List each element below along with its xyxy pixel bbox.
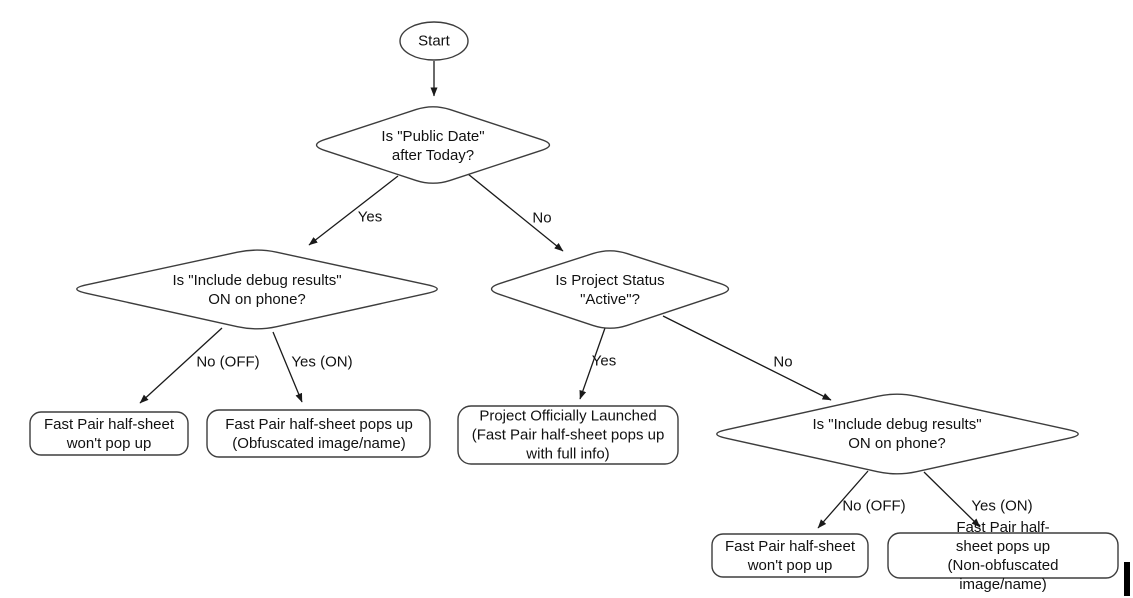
result-wont-popup-left-shape xyxy=(29,411,189,456)
edge-d2-yes-on xyxy=(272,331,303,403)
result-obfuscated-label: Fast Pair half-sheet pops up (Obfuscated… xyxy=(225,415,413,452)
decision-project-status-shape xyxy=(490,250,730,329)
edge-d3-no xyxy=(662,315,832,401)
result-non-obfuscated-shape xyxy=(887,532,1119,579)
result-obfuscated-shape xyxy=(206,409,431,458)
edge-d1-yes xyxy=(308,175,399,246)
decision-debug-left-label: Is "Include debug results" ON on phone? xyxy=(172,271,342,308)
result-officially-launched-shape xyxy=(457,405,679,465)
result-officially-launched-label: Project Officially Launched (Fast Pair h… xyxy=(471,407,665,463)
edge-label-d4-no-off: No (OFF) xyxy=(842,497,906,515)
edge-d4-yes-on xyxy=(923,471,981,528)
result-wont-popup-right-label: Fast Pair half-sheet won't pop up xyxy=(724,537,856,574)
decision-public-date-shape xyxy=(315,106,551,184)
start-node-label: Start xyxy=(418,32,450,50)
start-node-shape xyxy=(399,21,469,61)
edge-label-d1-no: No xyxy=(532,209,552,227)
result-wont-popup-left-label: Fast Pair half-sheet won't pop up xyxy=(43,415,175,452)
edge-label-d3-yes: Yes xyxy=(591,352,617,370)
decision-debug-right-shape xyxy=(716,393,1079,475)
edge-d1-no xyxy=(467,173,564,252)
edge-label-d4-yes-on: Yes (ON) xyxy=(971,497,1033,515)
edge-d2-no-off xyxy=(139,327,223,404)
edge-label-d3-no: No xyxy=(773,353,793,371)
edge-d3-yes xyxy=(579,327,606,400)
result-wont-popup-right-shape xyxy=(711,533,869,578)
edge-label-d2-no-off: No (OFF) xyxy=(196,353,260,371)
decision-public-date-label: Is "Public Date" after Today? xyxy=(381,127,485,164)
decision-debug-left-shape xyxy=(76,249,438,330)
text-cursor xyxy=(1124,562,1130,596)
decision-debug-right-label: Is "Include debug results" ON on phone? xyxy=(812,415,982,452)
edge-label-d2-yes-on: Yes (ON) xyxy=(291,353,353,371)
result-non-obfuscated-label: Fast Pair half-sheet pops up (Non-obfusc… xyxy=(947,518,1059,594)
edge-label-d1-yes: Yes xyxy=(357,208,383,226)
decision-project-status-label: Is Project Status "Active"? xyxy=(555,271,665,308)
edge-d4-no-off xyxy=(817,470,869,529)
